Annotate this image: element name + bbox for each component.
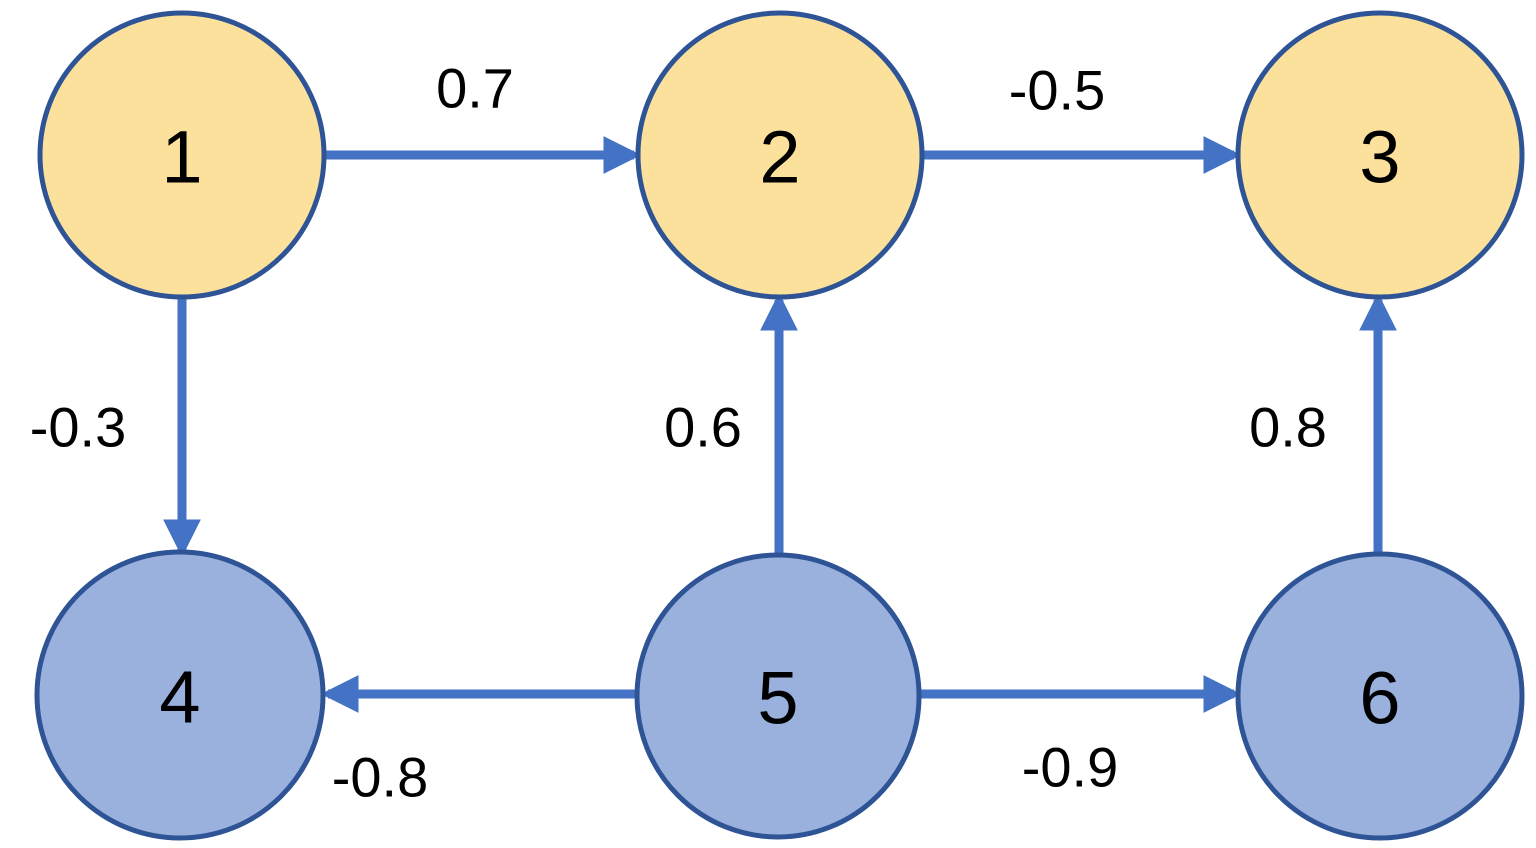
- node-label-1: 1: [161, 116, 202, 199]
- node-circle-3[interactable]: [1235, 10, 1525, 300]
- graph-node-2[interactable]: 2: [635, 10, 925, 300]
- graph-node-3[interactable]: 3: [1235, 10, 1525, 300]
- edge-weight-label-5-to-4: -0.8: [332, 746, 429, 809]
- graph-node-4[interactable]: 4: [34, 549, 326, 841]
- edge-weight-label-2-to-3: -0.5: [1009, 59, 1106, 122]
- node-label-3: 3: [1359, 116, 1400, 199]
- nodes-layer: 1 2 3 4 5 6: [34, 10, 1525, 841]
- edge-weight-label-1-to-2: 0.7: [436, 57, 514, 120]
- edge-weight-label-6-to-3: 0.8: [1249, 396, 1327, 459]
- node-label-6: 6: [1359, 657, 1400, 740]
- node-circle-4[interactable]: [34, 549, 326, 841]
- graph-node-5[interactable]: 5: [634, 552, 922, 840]
- edges-layer: [163, 136, 1397, 713]
- node-label-5: 5: [757, 657, 798, 740]
- edge-weight-label-1-to-4: -0.3: [30, 396, 127, 459]
- edge-labels-layer: 0.7 -0.5 -0.3 0.6 0.8 -0.8 -0.9: [30, 57, 1327, 809]
- edge-weight-label-5-to-2: 0.6: [664, 396, 742, 459]
- node-circle-6[interactable]: [1235, 551, 1525, 841]
- node-circle-5[interactable]: [634, 552, 922, 840]
- node-circle-2[interactable]: [635, 10, 925, 300]
- node-label-4: 4: [159, 656, 200, 739]
- node-circle-1[interactable]: [37, 10, 327, 300]
- graph-node-1[interactable]: 1: [37, 10, 327, 300]
- node-label-2: 2: [759, 116, 800, 199]
- edge-weight-label-5-to-6: -0.9: [1022, 736, 1119, 799]
- graph-node-6[interactable]: 6: [1235, 551, 1525, 841]
